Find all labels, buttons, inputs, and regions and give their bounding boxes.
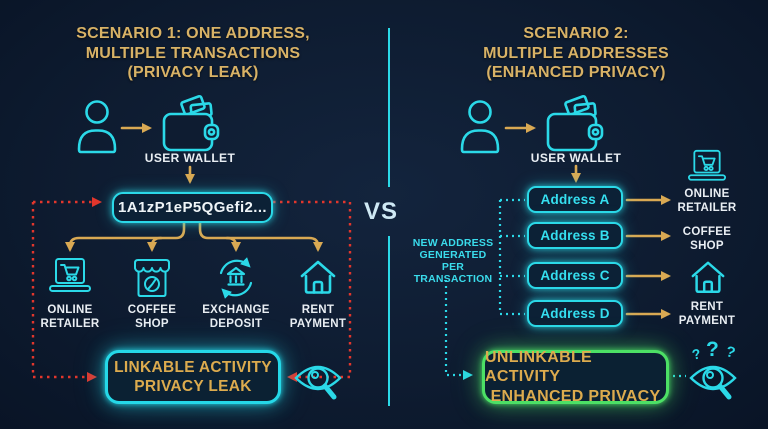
s1-dest-label-online-retailer: ONLINE RETAILER xyxy=(40,304,100,330)
s2-gold-arrows xyxy=(504,123,671,319)
s1-red-dashed-trace xyxy=(31,197,352,382)
wallet-icon xyxy=(161,94,220,155)
s1-title-line2: MULTIPLE TRANSACTIONS xyxy=(85,44,301,62)
house-icon xyxy=(298,257,338,297)
eye-magnifier-icon xyxy=(688,358,738,402)
s2-note-line3: TRANSACTION xyxy=(413,273,493,285)
s1-dest-label-exchange-deposit: EXCHANGE DEPOSIT xyxy=(202,304,270,330)
s2-title: SCENARIO 2: MULTIPLE ADDRESSES (ENHANCED… xyxy=(440,24,712,83)
s2-user-wallet-label: USER WALLET xyxy=(530,151,622,165)
s1-user-wallet-label: USER WALLET xyxy=(144,151,236,165)
s1-result-box: LINKABLE ACTIVITY PRIVACY LEAK xyxy=(105,350,281,404)
s2-address-b-box: Address B xyxy=(527,222,623,249)
s1-title-line1: SCENARIO 1: ONE ADDRESS, xyxy=(76,25,310,42)
s2-note-line1: NEW ADDRESS xyxy=(412,237,494,249)
house-icon xyxy=(689,258,727,296)
s2-result-box: UNLINKABLE ACTIVITY ENHANCED PRIVACY xyxy=(482,348,669,405)
s1-address-text: 1A1zP1eP5QGefi2... xyxy=(118,199,267,216)
s1-gold-arrows xyxy=(65,123,323,252)
s2-title-line1: SCENARIO 2: xyxy=(523,25,629,42)
s2-note-line2: GENERATED PER xyxy=(419,249,487,273)
s1-address-box: 1A1zP1eP5QGefi2... xyxy=(112,192,273,223)
s2-address-c-box: Address C xyxy=(527,262,623,289)
storefront-coffee-icon xyxy=(132,256,172,300)
s2-result-line1: UNLINKABLE ACTIVITY xyxy=(485,348,592,386)
s2-address-a-box: Address A xyxy=(527,186,623,213)
s2-dest-label-coffee-shop: COFFEE SHOP xyxy=(682,226,732,252)
s2-address-b-text: Address B xyxy=(540,228,610,243)
question-mark: ? xyxy=(706,338,719,361)
s2-cyan-dotted-links xyxy=(444,198,686,380)
s1-result-line1: LINKABLE ACTIVITY xyxy=(114,358,272,376)
cart-laptop-icon xyxy=(686,149,728,187)
exchange-bank-icon xyxy=(213,255,259,301)
s2-title-line2: MULTIPLE ADDRESSES xyxy=(483,44,669,62)
s1-title: SCENARIO 1: ONE ADDRESS, MULTIPLE TRANSA… xyxy=(55,24,331,83)
s2-dest-label-rent-payment: RENT PAYMENT xyxy=(678,301,736,327)
vs-label: VS xyxy=(363,198,398,225)
s2-address-d-text: Address D xyxy=(540,306,610,321)
s1-dest-label-coffee-shop: COFFEE SHOP xyxy=(127,304,177,330)
cart-laptop-icon xyxy=(47,257,93,299)
s2-address-d-box: Address D xyxy=(527,300,623,327)
user-icon xyxy=(74,99,120,154)
s2-dest-label-online-retailer: ONLINE RETAILER xyxy=(677,188,737,214)
eye-magnifier-icon xyxy=(293,358,343,402)
s2-result-line2: ENHANCED PRIVACY xyxy=(490,387,661,405)
s1-result-line2: PRIVACY LEAK xyxy=(134,378,252,395)
wallet-icon xyxy=(545,94,604,155)
s2-title-line3: (ENHANCED PRIVACY) xyxy=(486,64,666,81)
s1-title-line3: (PRIVACY LEAK) xyxy=(127,64,259,81)
s1-dest-label-rent-payment: RENT PAYMENT xyxy=(289,304,347,330)
s2-address-c-text: Address C xyxy=(540,268,610,283)
user-icon xyxy=(457,99,503,154)
s2-new-address-note: NEW ADDRESS GENERATED PER TRANSACTION xyxy=(408,237,498,285)
s2-address-a-text: Address A xyxy=(540,192,610,207)
